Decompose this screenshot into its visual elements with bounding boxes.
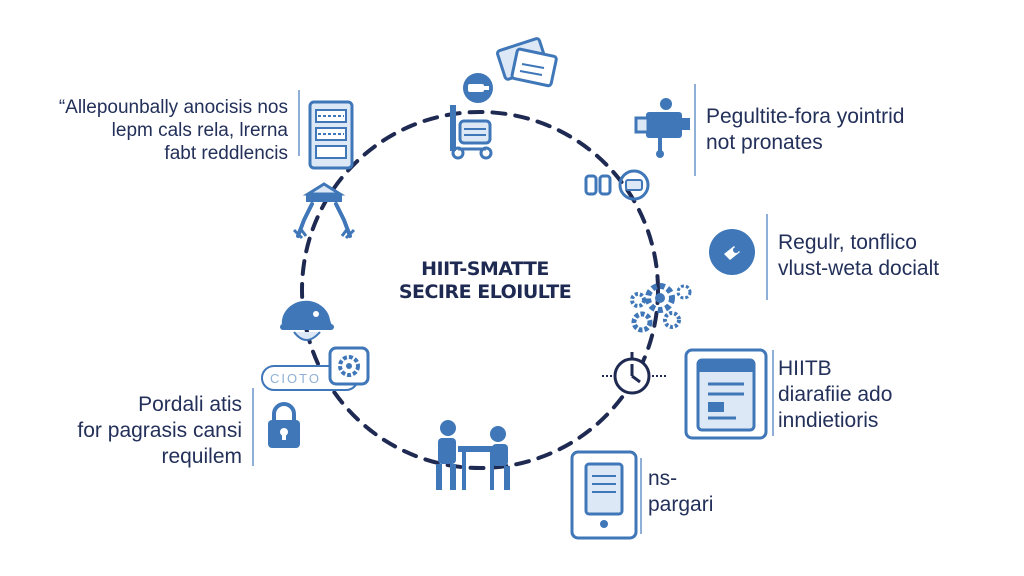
label-line: ns-: [648, 467, 678, 490]
divider-bottom-right: [640, 458, 642, 534]
label-line: requilem: [161, 445, 242, 468]
gears-icon: [630, 283, 692, 333]
label-top-left: “Allepounbally anocisis nos lepm cals re…: [20, 96, 288, 165]
label-line: inndietioris: [778, 409, 879, 432]
label-line: Regulr, tonflico: [778, 231, 917, 254]
info-badge-icon: [709, 229, 755, 275]
divider-lower-left: [252, 388, 254, 466]
label-lower-left: Pordali atis for pagrasis cansi requilem: [20, 392, 242, 470]
label-line: “Allepounbally anocisis nos: [58, 97, 288, 118]
label-line: for pagrasis cansi: [77, 419, 242, 442]
divider-lower-right: [772, 350, 774, 436]
label-line: pargari: [648, 493, 714, 516]
data-server-icon: [308, 100, 354, 170]
control-machine-icon: [634, 98, 690, 158]
workstation-icon: [450, 105, 493, 160]
helmet-icon: [280, 300, 334, 341]
label-line: not pronates: [706, 131, 823, 154]
label-line: vlust-weta docialt: [778, 257, 940, 280]
lock-icon: [268, 402, 300, 448]
label-top-right: Pegultite-fora yointrid not pronates: [706, 104, 904, 156]
sensors-icon: [584, 169, 650, 201]
documents-icon: [496, 37, 558, 88]
center-title: HIIT-SMATTE SECIRE ELOIULTE: [360, 258, 610, 304]
people-desk-icon: [436, 420, 510, 490]
center-title-line-2: SECIRE ELOIULTE: [398, 281, 572, 303]
calendar-icon: [684, 348, 768, 440]
divider-top-right: [694, 84, 696, 176]
label-line: lepm cals rela, lrerna: [111, 120, 288, 141]
label-bottom-right: ns- pargari: [648, 466, 713, 518]
label-line: Pordali atis: [138, 393, 242, 416]
device-label: CIOTO: [270, 371, 321, 386]
timer-icon: [602, 352, 666, 395]
security-camera-icon: [463, 73, 493, 103]
label-line: Pegultite-fora yointrid: [706, 105, 905, 128]
label-line: diarafiie ado: [778, 383, 893, 406]
label-line: fabt reddlencis: [164, 143, 288, 164]
process-ring: [300, 110, 660, 470]
divider-top-left: [298, 90, 300, 156]
divider-mid-right: [766, 214, 768, 300]
tablet-icon: [570, 450, 638, 540]
label-mid-right: Regulr, tonflico vlust-weta docialt: [778, 230, 939, 282]
center-title-line-1: HIIT-SMATTE: [421, 258, 549, 280]
device-gear-icon: CIOTO: [261, 346, 370, 391]
label-line: HIITB: [778, 357, 832, 380]
robot-arms-icon: [292, 182, 356, 240]
label-lower-right: HIITB diarafiie ado inndietioris: [778, 356, 892, 434]
